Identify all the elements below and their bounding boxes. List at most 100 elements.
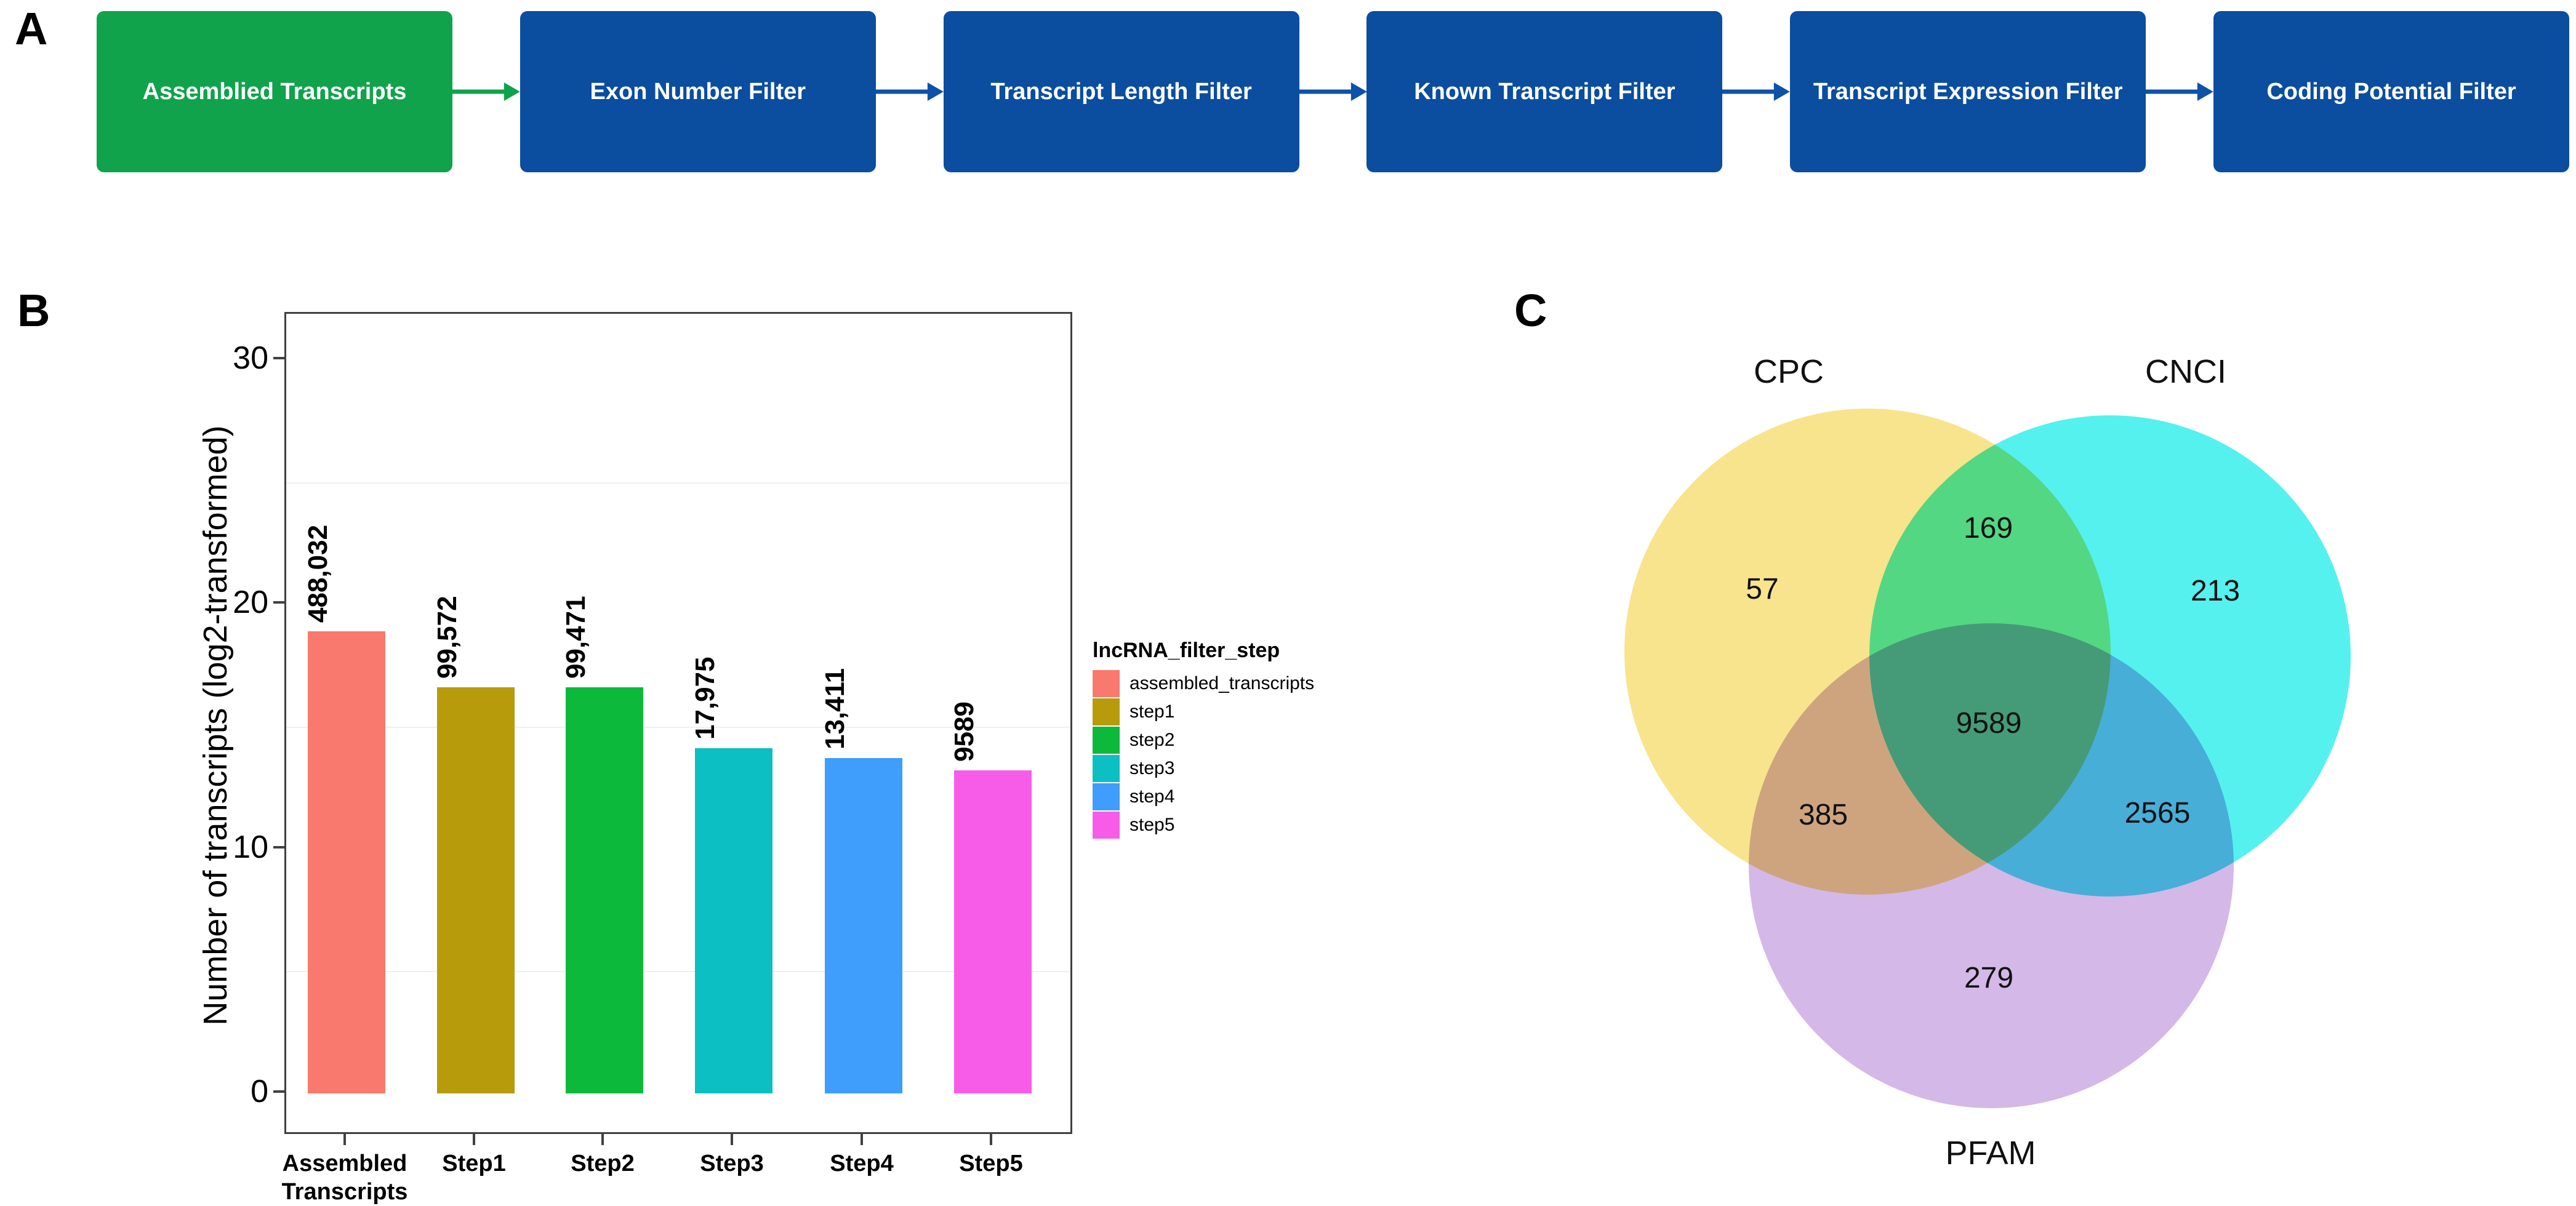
y-tick-mark <box>273 846 284 849</box>
lncrna-filter-pipeline: Assemblied Transcripts Exon Number Filte… <box>97 11 2569 172</box>
legend-entry-label: step1 <box>1130 701 1175 722</box>
bar-value-label: 13,411 <box>820 668 850 750</box>
venn-region-value-cpc-cnci: 169 <box>1963 512 2013 545</box>
y-tick-label: 10 <box>233 829 268 865</box>
panel-b-label: B <box>17 285 50 336</box>
bar-step2 <box>566 687 643 1093</box>
venn-region-value-cpc-pfam: 385 <box>1798 799 1848 831</box>
flow-node-exon-number-filter: Exon Number Filter <box>520 11 876 172</box>
legend-title: lncRNA_filter_step <box>1093 639 1280 662</box>
flow-connector <box>1722 78 1791 105</box>
x-tick-mark <box>343 1134 346 1145</box>
minor-gridline <box>286 482 1070 484</box>
bar-step1 <box>437 687 515 1093</box>
flow-node-label: Transcript Expression Filter <box>1813 79 2123 105</box>
venn-set-label-pfam: PFAM <box>1945 1135 2036 1172</box>
x-tick-label-line: Step5 <box>959 1151 1023 1176</box>
x-tick-label: Step3 <box>640 1149 824 1178</box>
flow-node-label: Coding Potential Filter <box>2266 79 2516 105</box>
x-tick-label-line: Step2 <box>571 1151 635 1176</box>
venn-region-value-pfam-only: 279 <box>1964 962 2014 994</box>
bar-value-label: 17,975 <box>690 656 720 740</box>
legend-swatch <box>1093 727 1120 754</box>
arrow-right-icon <box>1299 82 1367 101</box>
x-tick-label: Step2 <box>510 1149 695 1178</box>
bar-step5 <box>954 770 1032 1093</box>
bar-assembled-transcripts <box>308 631 385 1093</box>
legend-entry: assembled_transcripts <box>1093 670 1314 697</box>
bar-value-label: 99,471 <box>561 596 591 679</box>
venn-region-value-cnci-pfam: 2565 <box>2124 797 2191 829</box>
x-tick-label: Step5 <box>899 1149 1083 1178</box>
bar-step3 <box>695 748 772 1093</box>
venn-set-label-cnci: CNCI <box>2145 353 2226 390</box>
venn-region-value-center: 9589 <box>1956 707 2022 740</box>
legend-entry-label: step3 <box>1130 758 1175 778</box>
legend-entry-label: step4 <box>1130 786 1175 807</box>
legend-swatch <box>1093 670 1120 697</box>
x-tick-label-line: Step4 <box>830 1151 894 1176</box>
flow-node-transcript-expression-filter: Transcript Expression Filter <box>1790 11 2146 172</box>
panel-c-label: C <box>1514 285 1547 336</box>
flow-node-transcript-length-filter: Transcript Length Filter <box>943 11 1299 172</box>
y-tick-label: 30 <box>233 340 268 376</box>
arrow-right-icon <box>875 82 944 101</box>
venn-set-label-cpc: CPC <box>1753 353 1824 390</box>
arrow-right-icon <box>2146 82 2213 101</box>
x-tick-label-line: Step3 <box>700 1151 764 1176</box>
legend-entry: step3 <box>1093 755 1314 782</box>
x-tick-mark <box>601 1134 604 1145</box>
legend-swatch <box>1093 783 1120 810</box>
flow-node-known-transcript-filter: Known Transcript Filter <box>1366 11 1723 172</box>
bar-value-label: 99,572 <box>432 596 462 679</box>
legend-entry-label: step5 <box>1130 815 1175 835</box>
bar-value-label: 488,032 <box>303 525 333 623</box>
x-tick-mark <box>990 1134 992 1145</box>
legend-entry: step1 <box>1093 698 1314 725</box>
flow-node-coding-potential-filter: Coding Potential Filter <box>2213 11 2569 172</box>
legend-entry-label: assembled_transcripts <box>1130 673 1315 693</box>
y-tick-mark <box>273 357 284 359</box>
panel-a-label: A <box>15 3 48 54</box>
x-tick-mark <box>861 1134 863 1145</box>
x-tick-mark <box>731 1134 733 1145</box>
flow-connector <box>875 78 944 105</box>
x-tick-label-line: Assembled <box>282 1151 407 1176</box>
x-tick-label: Step1 <box>382 1149 566 1178</box>
flow-node-label: Transcript Length Filter <box>990 79 1252 105</box>
legend-entry: step2 <box>1093 727 1314 754</box>
venn-region-value-cpc-only: 57 <box>1746 573 1779 605</box>
venn-circle-pfam <box>1749 623 2234 1108</box>
x-tick-mark <box>473 1134 475 1145</box>
legend-swatch <box>1093 812 1120 839</box>
bar-step4 <box>825 758 902 1093</box>
arrow-right-icon <box>1722 82 1791 101</box>
y-tick-label: 20 <box>233 585 268 620</box>
x-tick-label-line: Transcripts <box>281 1179 408 1205</box>
legend-swatch <box>1093 698 1120 725</box>
legend-entry: step4 <box>1093 783 1314 810</box>
flow-connector <box>1299 78 1367 105</box>
flow-connector <box>2146 78 2213 105</box>
legend-entry-label: step2 <box>1130 730 1175 750</box>
x-tick-label-line: Step1 <box>442 1151 506 1176</box>
arrow-right-icon <box>452 82 520 101</box>
legend-entry: step5 <box>1093 812 1314 839</box>
minor-gridline <box>286 971 1070 972</box>
flow-node-assembled-transcripts: Assemblied Transcripts <box>97 11 452 172</box>
bar-chart-plot-area: 488,032 99,572 99,471 17,975 13,411 9589 <box>284 312 1072 1134</box>
venn-diagram: CPC CNCI PFAM 57 169 213 9589 385 2565 2… <box>1600 345 2370 1188</box>
y-axis-title: Number of transcripts (log2-transformed) <box>197 425 234 1026</box>
y-tick-mark <box>273 1090 284 1093</box>
flow-connector <box>452 78 520 105</box>
venn-region-value-cnci-only: 213 <box>2190 575 2241 607</box>
bar-value-label: 9589 <box>949 701 979 762</box>
y-tick-mark <box>273 601 284 604</box>
y-tick-label: 0 <box>251 1074 268 1109</box>
x-tick-label: Step4 <box>769 1149 954 1178</box>
legend-swatch <box>1093 755 1120 782</box>
flow-node-label: Exon Number Filter <box>590 79 806 105</box>
minor-gridline <box>286 727 1070 728</box>
legend: lncRNA_filter_step assembled_transcripts… <box>1093 639 1314 840</box>
flow-node-label: Assemblied Transcripts <box>142 79 407 105</box>
